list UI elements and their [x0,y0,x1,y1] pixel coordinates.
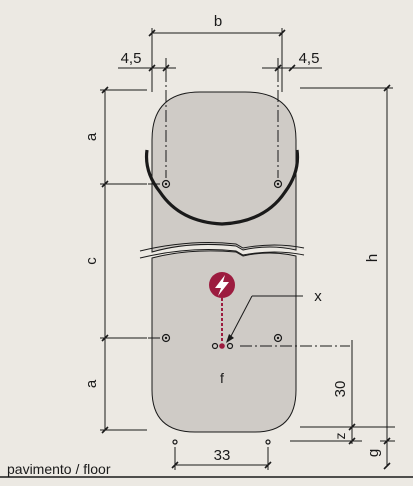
connection-point [219,343,225,349]
hole-top-left [161,179,171,189]
center-lines [108,70,350,347]
label-x: x [314,288,322,305]
label-left-margin: 4,5 [121,50,142,67]
body-upper [151,91,297,253]
label-f: f [220,370,224,386]
hole-floor-right [265,439,271,445]
hole-floor-left [172,439,178,445]
label-z: z [332,433,348,440]
label-g: g [365,449,382,457]
dimension-lines [0,28,413,478]
hole-mid-left [161,333,171,343]
label-a-bottom: a [83,379,100,388]
hole-top-right [273,179,283,189]
label-c: c [83,257,100,265]
hole-mid-right [273,333,283,343]
label-30: 30 [332,381,349,398]
label-b: b [214,13,222,30]
label-h: h [364,254,381,262]
bowl-rim-curve [144,149,300,226]
label-right-margin: 4,5 [299,50,320,67]
mounting-holes [161,179,283,445]
floor-label: pavimento / floor [7,461,111,477]
label-33: 33 [214,447,231,464]
label-a-top: a [83,132,100,141]
power-connection [209,272,303,349]
x-leader-line [229,295,253,339]
